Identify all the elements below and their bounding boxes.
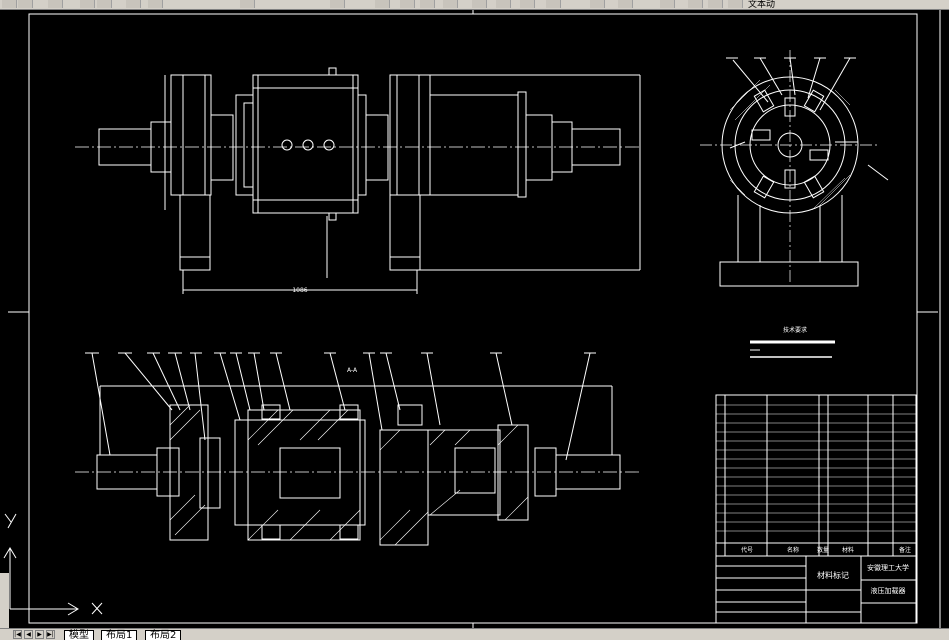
col-material-header: 材料 xyxy=(842,546,854,554)
match-properties-icon[interactable] xyxy=(148,0,163,8)
first-tab-button[interactable]: |◀ xyxy=(13,630,22,639)
section-label: A-A xyxy=(347,367,358,374)
layout-tabbar: |◀ ◀ ▶ ▶| 模型 布局1 布局2 xyxy=(0,628,949,640)
design-center-icon[interactable] xyxy=(520,0,535,8)
left-edge-toolbar xyxy=(0,573,9,628)
tab-model[interactable]: 模型 xyxy=(64,630,94,640)
next-tab-button[interactable]: ▶ xyxy=(35,630,44,639)
col-remark-header: 备注 xyxy=(899,546,911,554)
tech-req-title: 技术要求 xyxy=(783,326,807,334)
cad-toolbar: 文本动 xyxy=(0,0,949,10)
tech-req-lines xyxy=(750,340,835,358)
tab-layout2[interactable]: 布局2 xyxy=(145,630,182,640)
side-view xyxy=(700,50,889,287)
open-icon[interactable] xyxy=(2,0,17,8)
tool-palettes-icon[interactable] xyxy=(546,0,561,8)
cut-icon[interactable] xyxy=(80,0,95,8)
zoom-window-icon[interactable] xyxy=(420,0,435,8)
section-view xyxy=(75,352,640,546)
copy-icon[interactable] xyxy=(97,0,112,8)
section-hatch xyxy=(169,404,529,546)
last-tab-button[interactable]: ▶| xyxy=(46,630,55,639)
paste-icon[interactable] xyxy=(126,0,141,8)
drawing-svg: 1086 xyxy=(3,10,941,628)
layer-freeze-icon[interactable] xyxy=(708,0,723,8)
side-view-hatch xyxy=(729,79,851,211)
material-mark-label: 材料标记 xyxy=(817,570,849,580)
tab-layout1[interactable]: 布局1 xyxy=(101,630,138,640)
overall-length-dim: 1086 xyxy=(292,287,307,294)
part-name: 液压加载器 xyxy=(871,586,906,595)
layer-lock-icon[interactable] xyxy=(728,0,743,8)
calculator-icon[interactable] xyxy=(590,0,605,8)
pan-icon[interactable] xyxy=(375,0,390,8)
zoom-previous-icon[interactable] xyxy=(443,0,458,8)
drawing-canvas[interactable]: 1086 xyxy=(0,10,949,628)
school-name: 安徽理工大学 xyxy=(867,563,909,572)
col-code-header: 代号 xyxy=(741,546,753,554)
drawing-frame xyxy=(8,10,941,628)
help-icon[interactable] xyxy=(618,0,633,8)
prev-tab-button[interactable]: ◀ xyxy=(24,630,33,639)
redo-icon[interactable] xyxy=(330,0,345,8)
parts-list-rows xyxy=(716,404,916,532)
save-icon[interactable] xyxy=(18,0,33,8)
layer-dropdown-value[interactable]: 文本动 xyxy=(748,0,776,10)
text-style-icon[interactable] xyxy=(472,0,487,8)
col-qty-header: 数量 xyxy=(817,546,829,554)
front-view xyxy=(75,67,641,294)
properties-icon[interactable] xyxy=(496,0,511,8)
title-block-grid xyxy=(715,394,917,624)
layer-manager-icon[interactable] xyxy=(660,0,675,8)
zoom-realtime-icon[interactable] xyxy=(400,0,415,8)
col-name-header: 名称 xyxy=(787,546,799,554)
print-icon[interactable] xyxy=(48,0,63,8)
ucs-icon xyxy=(3,513,103,616)
layer-on-icon[interactable] xyxy=(688,0,703,8)
undo-icon[interactable] xyxy=(240,0,255,8)
